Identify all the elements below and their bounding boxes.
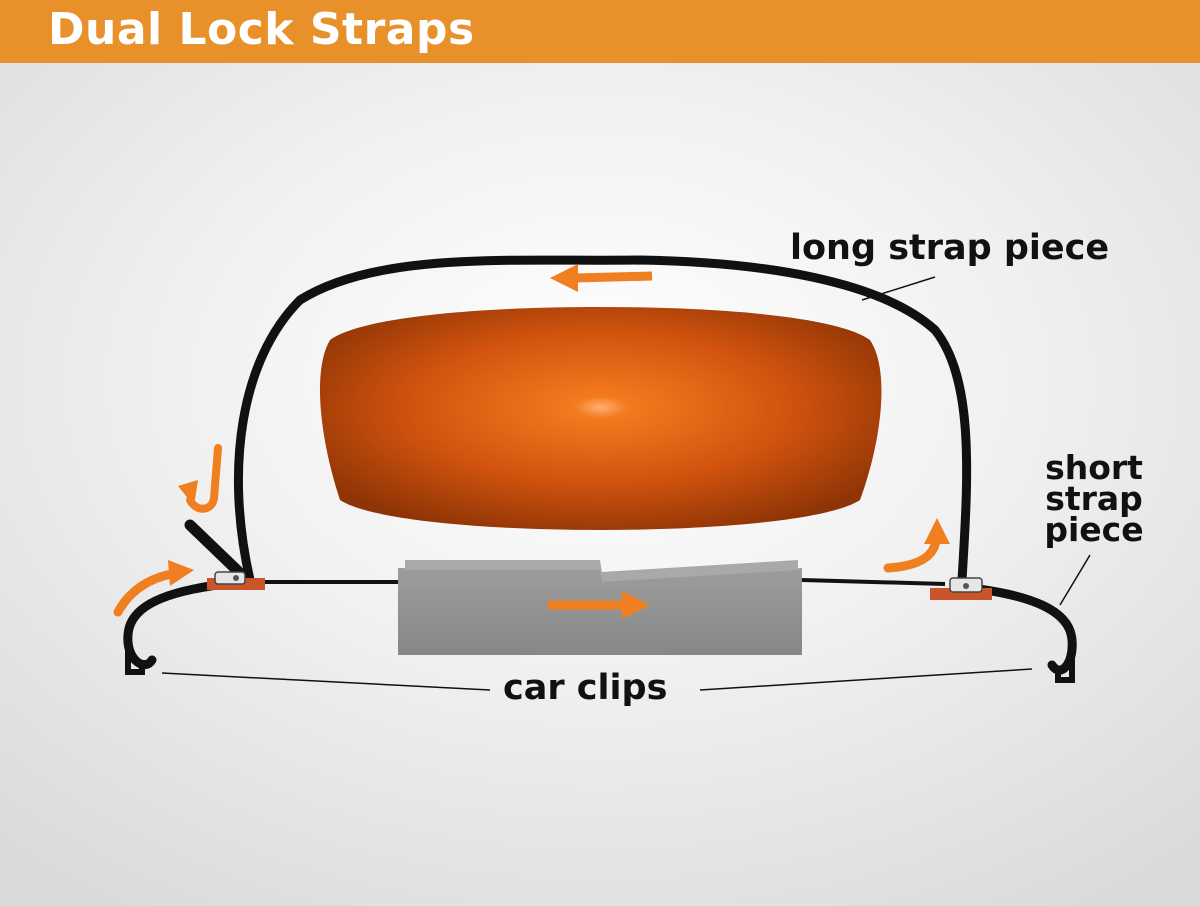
- strap-tail: [184, 519, 248, 581]
- car-clip-left: [125, 648, 145, 675]
- car-clip-right: [1055, 655, 1075, 683]
- leader-car-clip-right: [699, 668, 1033, 691]
- kayak-hull: [319, 307, 882, 530]
- leader-car-clip-left: [161, 672, 491, 691]
- title-bar: Dual Lock Straps: [0, 0, 1200, 63]
- label-short-line: short: [1045, 448, 1143, 487]
- long-strap: [234, 255, 972, 585]
- arrow-right-icon: [548, 591, 650, 619]
- label-car-clips: car clips: [503, 668, 668, 708]
- curved-arrow-up-icon: [883, 518, 950, 573]
- hook-arrow-icon: [178, 444, 222, 513]
- label-short-line: piece: [1044, 510, 1144, 549]
- leader-short-strap: [1059, 554, 1091, 606]
- arrow-left-icon: [550, 264, 653, 292]
- page-title: Dual Lock Straps: [48, 4, 475, 55]
- short-strap-left: [123, 578, 235, 670]
- foam-block: [398, 560, 802, 655]
- buckle-right: [930, 577, 992, 600]
- label-long-strap-piece: long strap piece: [790, 228, 1110, 268]
- leader-long-strap: [861, 276, 936, 301]
- short-strap-right: [965, 583, 1077, 675]
- label-short-strap-piece: short strap piece: [1028, 448, 1160, 549]
- buckle-left: [207, 571, 265, 590]
- label-short-line: strap: [1045, 479, 1143, 518]
- curved-arrow-up-right-icon: [113, 560, 194, 617]
